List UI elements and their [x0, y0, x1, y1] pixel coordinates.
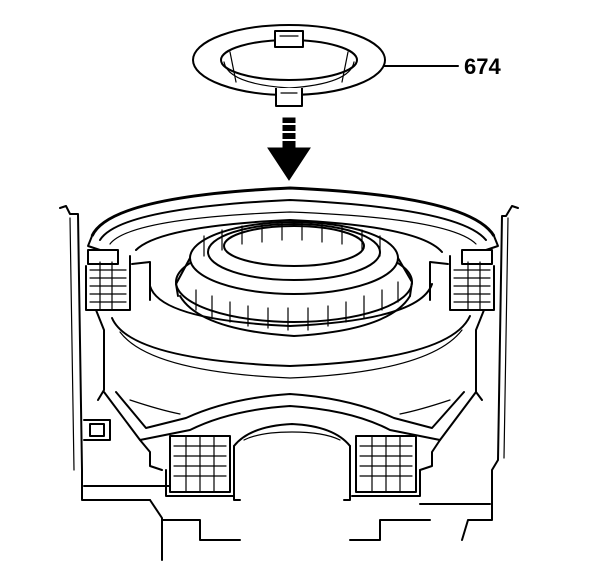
install-direction-arrow — [267, 117, 311, 181]
part-674-retainer-ring — [192, 24, 386, 107]
bearing-hub — [175, 221, 413, 337]
clutch-drum-housing — [87, 186, 499, 379]
center-bore — [233, 423, 351, 501]
left-clutch-pack — [85, 249, 151, 401]
lower-left-seal-pack — [165, 435, 235, 497]
callout-label-674: 674 — [464, 54, 501, 79]
transmission-housing — [59, 205, 519, 561]
lower-right-seal-pack — [351, 435, 421, 497]
right-clutch-pack — [429, 249, 495, 401]
lower-drum — [83, 391, 477, 471]
